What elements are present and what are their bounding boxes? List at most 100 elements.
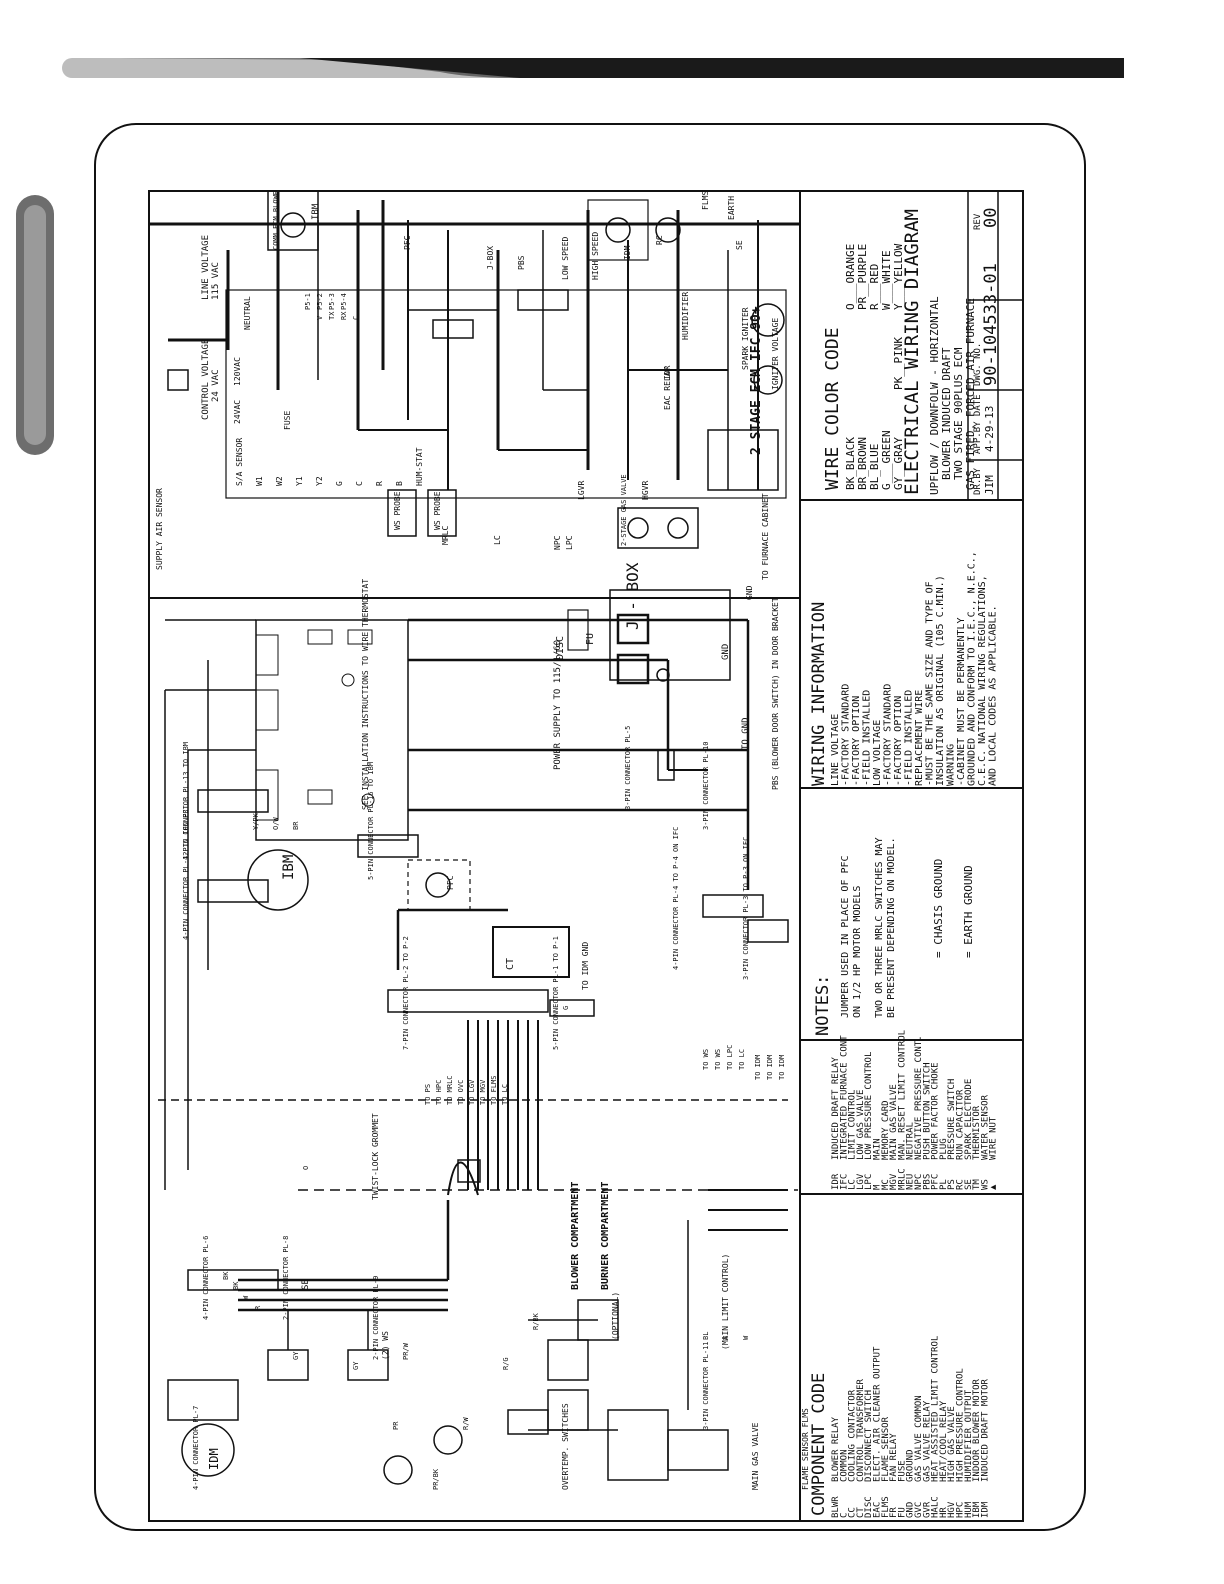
wire-color-entry: BR_BROWN xyxy=(856,437,869,490)
main-limit-label: (MAIN LIMIT CONTROL) xyxy=(721,1254,730,1350)
component-code-abbr: FLMS xyxy=(881,1496,891,1518)
connector-label: 3-PIN CONNECTOR PL-11 xyxy=(702,1341,710,1430)
component-code-desc: MAN. RESET LIMIT CONTROL xyxy=(897,1030,907,1160)
p5-signal-label: C xyxy=(352,316,360,320)
wire-color-tag: PR/BK xyxy=(432,1468,440,1490)
ibm-schematic-label: IBM xyxy=(281,855,297,880)
component-code-desc: THERMISTOR xyxy=(972,1105,982,1160)
main-gas-valve-label: MAIN GAS VALVE xyxy=(751,1422,760,1490)
connector-label: 7-PIN CONNECTOR PL-2 TO P-2 xyxy=(402,936,410,1050)
thermostat-terminal-label: R xyxy=(375,481,384,486)
component-code-abbr: LGV xyxy=(856,1173,866,1190)
title-block-line: TWO STAGE 90PLUS ECM xyxy=(952,347,965,480)
component-code-desc: WATER SENSOR xyxy=(980,1094,990,1160)
component-code-desc: HEAT ASSISTED LIMIT CONTROL xyxy=(931,1336,941,1482)
p5-pin-label: P5-1 xyxy=(304,293,312,310)
component-code-desc: LOW PRESSURE CONTROL xyxy=(864,1052,874,1160)
connector-label: 4-PIN CONNECTOR PL-6 xyxy=(202,1236,210,1320)
wire-color-tag: O xyxy=(302,1166,310,1170)
to-component-label: TO FLMS xyxy=(490,1075,498,1105)
wire-color-tag: BK xyxy=(222,1271,230,1280)
idm-label: IDM xyxy=(623,245,632,260)
component-code-desc: GAS VALVE RELAY xyxy=(922,1400,932,1482)
p5-signal-label: RX xyxy=(340,311,348,320)
to-component-label: TO WS xyxy=(714,1049,722,1070)
fuse-label: FUSE xyxy=(283,411,292,430)
connector-label: 2-PIN CONNECTOR PL-8 xyxy=(282,1236,290,1320)
control-voltage-value: 24 VAC xyxy=(211,369,221,402)
see-install-label: SEE INSTALLATION INSTRUCTIONS TO WIRE TH… xyxy=(361,579,370,810)
thermostat-terminal-label: Y2 xyxy=(315,476,324,486)
gas-valve-label: 2-STAGE GAS VALVE xyxy=(620,474,628,546)
thermostat-terminal-label: W1 xyxy=(255,476,264,486)
wiring-info-line: -CABINET MUST BE PERMANENTLY xyxy=(956,617,967,786)
component-code-desc: HUMIDIFIER OUTPUT xyxy=(964,1389,974,1482)
p5-pin-label: P5-2 xyxy=(316,293,324,310)
component-code-desc: NEUTRAL xyxy=(906,1122,916,1160)
wire-color-tag: R/G xyxy=(502,1357,510,1370)
high-speed-label: HIGH SPEED xyxy=(591,232,600,280)
component-code-abbr: CT xyxy=(856,1507,866,1518)
component-code-desc: FAN RELAY xyxy=(889,1433,899,1482)
humidifier-label: HUMIDIFIER xyxy=(681,292,690,340)
line-voltage-value: 115 VAC xyxy=(211,262,221,300)
p5-signal-label: V xyxy=(316,315,324,320)
power-supply-label: POWER SUPPLY TO 115/1/60 xyxy=(553,640,563,770)
component-code-desc: DISCONNECT SWITCH xyxy=(864,1390,874,1482)
component-code-desc: INDUCED DRAFT RELAY xyxy=(831,1056,841,1160)
thermostat-terminal-label: Y1 xyxy=(295,476,304,486)
dwg-no-value: 90-104533-01 xyxy=(981,263,1001,386)
component-code-abbr: DISC xyxy=(864,1496,874,1518)
p5-pin-label: P5-4 xyxy=(340,293,348,310)
to-component-label: TO LGV xyxy=(468,1079,476,1105)
ws2-label: (2) WS xyxy=(381,1331,390,1360)
thermostat-terminal-label: S/A SENSOR xyxy=(235,438,244,486)
jbox-label: J-BOX xyxy=(486,246,495,270)
component-code-abbr: EAC xyxy=(873,1502,883,1518)
component-code-desc: LIMIT CONTROL xyxy=(848,1090,858,1160)
component-code-desc: COMMON xyxy=(839,1449,849,1482)
wiring-info-line: -FIELD INSTALLED xyxy=(904,690,915,786)
wire-color-entry: PK__PINK xyxy=(892,337,905,390)
idm-schematic-label: IDM xyxy=(207,1448,221,1470)
flame-sensor-label: FLAME SENSOR FLMS xyxy=(801,1408,810,1490)
to-idm-gnd-label: TO IDM GND xyxy=(581,942,590,990)
component-code-abbr: GVR xyxy=(922,1501,932,1518)
title-block-line: GAS FIRED, FORCED AIR FURNACE xyxy=(964,298,977,490)
title-block-line: UPFLOW / DOWNFOLW - HORIZONTAL xyxy=(928,296,941,495)
component-code-abbr: BLWR xyxy=(831,1496,841,1518)
ibm-label: IBM xyxy=(311,203,321,220)
component-code-abbr: PL xyxy=(939,1179,949,1190)
date-value: 4-29-13 xyxy=(983,406,996,452)
to-component-label: TO HPC xyxy=(435,1080,443,1105)
wire-color-tag: G xyxy=(562,1006,570,1010)
wiring-info-line: -FACTORY OPTION xyxy=(851,696,862,786)
component-code-desc: INDUCED DRAFT MOTOR xyxy=(980,1378,990,1482)
component-code-desc: NEGATIVE PRESSURE CONT. xyxy=(914,1035,924,1160)
to-component-label: TO IDM xyxy=(766,1055,774,1080)
component-code-desc: PLUG xyxy=(939,1138,949,1160)
dr-by-label: DR.BY xyxy=(973,467,983,495)
wire-color-entry: W___WHITE xyxy=(880,250,893,310)
wire-color-entry: BL_BLUE xyxy=(868,444,881,490)
component-code-desc: MEMORY CARD xyxy=(881,1100,891,1160)
component-code-desc: GROUND xyxy=(906,1449,916,1482)
comm-ecm-label: COMM ECM BLOWER MOTOR xyxy=(272,190,280,250)
lgvr-label: LGVR xyxy=(577,481,586,500)
jbox-schematic-label: J - BOX xyxy=(623,562,642,630)
gnd-label: GND xyxy=(745,585,754,600)
to-component-label: TO MGV xyxy=(479,1079,487,1105)
earth-gnd-label: EARTH GND xyxy=(727,190,736,220)
component-code-abbr: HGV xyxy=(947,1501,957,1518)
to-component-label: TO MRLC xyxy=(446,1075,454,1105)
se-label: SE xyxy=(735,240,744,250)
wire-color-tag: GY xyxy=(352,1361,360,1370)
rc-label: RC xyxy=(655,235,664,245)
connector-label: 5-PIN CONNECTOR PL-16 TO IBM xyxy=(367,762,375,880)
wiring-info-title: WIRING INFORMATION xyxy=(809,602,829,786)
p5-pin-label: P5-3 xyxy=(328,293,336,310)
wire-color-tag: Y xyxy=(722,1335,730,1340)
component-code-abbr: GND xyxy=(906,1502,916,1518)
rev-value: 00 xyxy=(981,208,1001,228)
